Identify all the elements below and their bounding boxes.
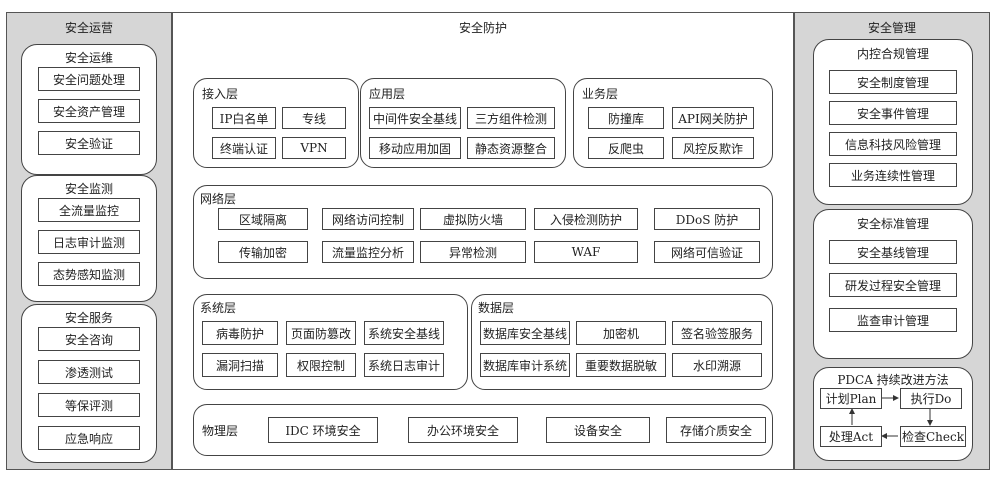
layer-label: 系统层: [200, 301, 237, 315]
item-box: 网络访问控制: [322, 208, 414, 230]
item-box: IP白名单: [212, 107, 276, 129]
item-box: 数据库审计系统: [480, 353, 570, 377]
item-box: 病毒防护: [202, 321, 278, 345]
item-box: 区域隔离: [218, 208, 308, 230]
item-box: 反爬虫: [588, 137, 664, 159]
item-box: 安全验证: [38, 131, 140, 155]
item-box: 业务连续性管理: [829, 163, 957, 187]
item-box: 安全基线管理: [829, 240, 957, 264]
item-box: 监查审计管理: [829, 308, 957, 332]
item-box: 安全事件管理: [829, 101, 957, 125]
panel-title: 安全管理: [867, 21, 916, 35]
layer-access: 接入层 IP白名单 专线 终端认证 VPN: [193, 78, 359, 168]
layer-label: 应用层: [369, 87, 406, 101]
item-box: 签名验签服务: [672, 321, 762, 345]
layer-network: 网络层 区域隔离 网络访问控制 虚拟防火墙 入侵检测防护 DDoS 防护 传输加…: [193, 185, 773, 279]
layer-label: 网络层: [200, 192, 237, 206]
pdca-arrows: [849, 395, 933, 439]
item-box: 安全咨询: [38, 327, 140, 351]
layer-physical: 物理层 IDC 环境安全 办公环境安全 设备安全 存储介质安全: [193, 404, 773, 456]
group-security-monitoring: 安全监测 全流量监控 日志审计监测 态势感知监测: [21, 175, 157, 302]
item-box: 全流量监控: [38, 198, 140, 222]
item-box: IDC 环境安全: [268, 417, 378, 443]
pdca-act-box: 处理Act: [820, 426, 882, 447]
group-title: 安全服务: [64, 311, 113, 325]
item-box: 移动应用加固: [369, 137, 461, 159]
item-box: 静态资源整合: [467, 137, 555, 159]
item-box: 流量监控分析: [322, 241, 414, 263]
layer-business: 业务层 防撞库 API网关防护 反爬虫 风控反欺诈: [573, 78, 773, 168]
item-box: 权限控制: [286, 353, 356, 377]
item-box: 三方组件检测: [467, 107, 555, 129]
item-box: 安全问题处理: [38, 67, 140, 91]
item-box: 办公环境安全: [408, 417, 518, 443]
layer-label: 业务层: [582, 87, 619, 101]
item-box: 研发过程安全管理: [829, 273, 957, 297]
item-box: 传输加密: [218, 241, 308, 263]
item-box: 日志审计监测: [38, 230, 140, 254]
group-pdca: PDCA 持续改进方法 计划Plan 执行Do 处理Act 检查Check: [813, 367, 973, 461]
item-box: 安全制度管理: [829, 70, 957, 94]
item-box: 网络可信验证: [654, 241, 760, 263]
panel-title: 安全防护: [458, 21, 507, 35]
security-management-panel: 安全管理 内控合规管理 安全制度管理 安全事件管理 信息科技风险管理 业务连续性…: [794, 12, 990, 470]
item-box: 设备安全: [546, 417, 650, 443]
item-box: 系统安全基线: [364, 321, 444, 345]
layer-data: 数据层 数据库安全基线 加密机 签名验签服务 数据库审计系统 重要数据脱敏 水印…: [471, 294, 773, 390]
item-box: API网关防护: [672, 107, 754, 129]
group-security-standards: 安全标准管理 安全基线管理 研发过程安全管理 监查审计管理: [813, 209, 973, 359]
security-protection-panel: 安全防护 接入层 IP白名单 专线 终端认证 VPN 应用层 中间件安全基线 三…: [172, 12, 794, 470]
item-box: 数据库安全基线: [480, 321, 570, 345]
item-box: 水印溯源: [672, 353, 762, 377]
group-title: PDCA 持续改进方法: [837, 373, 949, 387]
item-box: 入侵检测防护: [534, 208, 638, 230]
group-title: 安全运维: [64, 51, 113, 65]
item-box: 存储介质安全: [666, 417, 766, 443]
item-box: 异常检测: [420, 241, 526, 263]
group-security-ops-maintenance: 安全运维 安全问题处理 安全资产管理 安全验证: [21, 44, 157, 175]
item-box: 防撞库: [588, 107, 664, 129]
group-title: 内控合规管理: [856, 47, 929, 61]
layer-application: 应用层 中间件安全基线 三方组件检测 移动应用加固 静态资源整合: [360, 78, 566, 168]
item-box: 信息科技风险管理: [829, 132, 957, 156]
item-box: 专线: [282, 107, 346, 129]
item-box: VPN: [282, 137, 346, 159]
item-box: 态势感知监测: [38, 262, 140, 286]
item-box: 安全资产管理: [38, 99, 140, 123]
item-box: 终端认证: [212, 137, 276, 159]
layer-label: 接入层: [202, 87, 239, 101]
item-box: 等保评测: [38, 393, 140, 417]
item-box: 重要数据脱敏: [576, 353, 666, 377]
group-title: 安全标准管理: [856, 217, 929, 231]
layer-system: 系统层 病毒防护 页面防篡改 系统安全基线 漏洞扫描 权限控制 系统日志审计: [193, 294, 468, 390]
layer-label: 数据层: [478, 301, 515, 315]
panel-title: 安全运营: [64, 21, 113, 35]
item-box: 中间件安全基线: [369, 107, 461, 129]
security-operations-panel: 安全运营 安全运维 安全问题处理 安全资产管理 安全验证 安全监测 全流量监控 …: [6, 12, 172, 470]
group-title: 安全监测: [64, 182, 113, 196]
item-box: 风控反欺诈: [672, 137, 754, 159]
item-box: 虚拟防火墙: [420, 208, 526, 230]
item-box: 渗透测试: [38, 360, 140, 384]
layer-label: 物理层: [202, 424, 239, 438]
pdca-plan-box: 计划Plan: [820, 388, 882, 409]
item-box: DDoS 防护: [654, 208, 760, 230]
item-box: 系统日志审计: [364, 353, 444, 377]
group-internal-compliance: 内控合规管理 安全制度管理 安全事件管理 信息科技风险管理 业务连续性管理: [813, 39, 973, 205]
item-box: WAF: [534, 241, 638, 263]
item-box: 漏洞扫描: [202, 353, 278, 377]
pdca-do-box: 执行Do: [900, 388, 962, 409]
pdca-check-box: 检查Check: [900, 426, 966, 447]
item-box: 页面防篡改: [286, 321, 356, 345]
group-security-services: 安全服务 安全咨询 渗透测试 等保评测 应急响应: [21, 304, 157, 463]
item-box: 加密机: [576, 321, 666, 345]
item-box: 应急响应: [38, 426, 140, 450]
